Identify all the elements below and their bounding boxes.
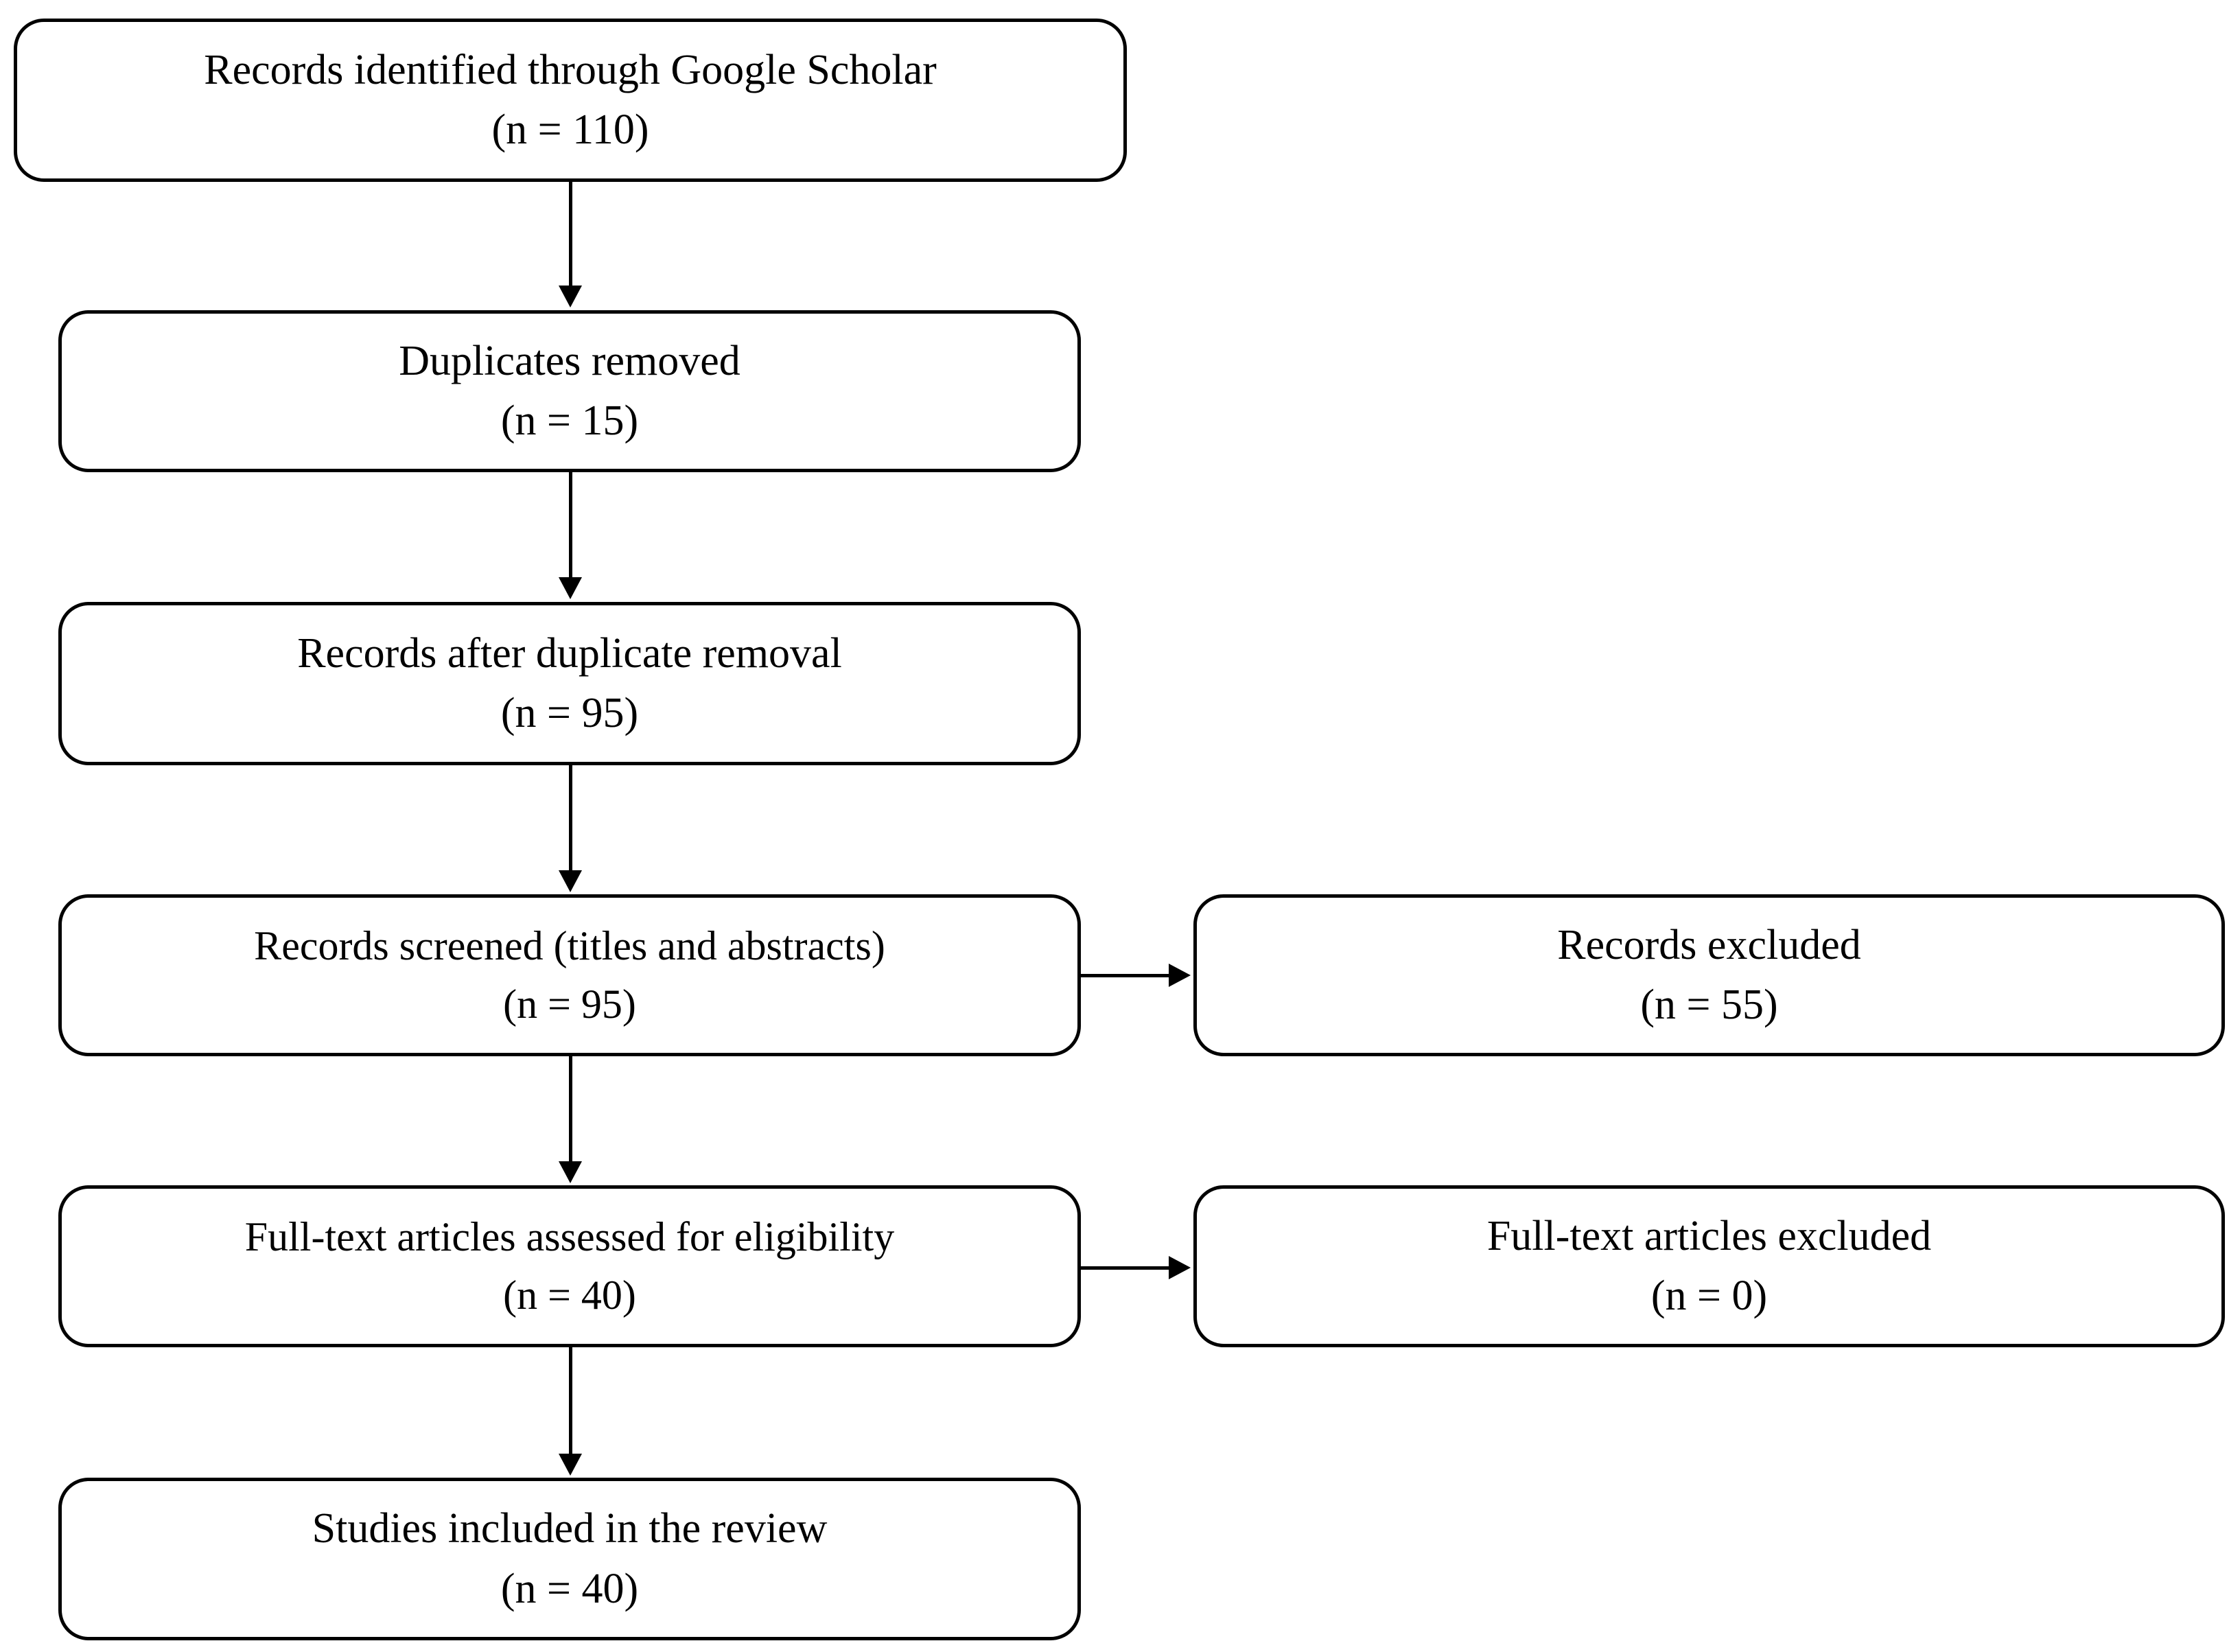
arrow-right-icon: [1169, 1256, 1191, 1279]
node-records-identified-label: Records identified through Google Schola…: [204, 46, 937, 93]
node-records-screened-count: (n = 95): [503, 981, 636, 1027]
node-records-after-duplicate-removal[interactable]: Records after duplicate removal (n = 95): [58, 602, 1081, 765]
arrow-down-icon: [559, 577, 582, 599]
node-studies-included-count: (n = 40): [500, 1565, 639, 1612]
arrow-down-icon: [559, 870, 582, 892]
node-records-screened-label: Records screened (titles and abstracts): [254, 923, 885, 969]
node-full-text-articles-assessed[interactable]: Full-text articles assessed for eligibil…: [58, 1185, 1081, 1347]
node-full-text-articles-assessed-label: Full-text articles assessed for eligibil…: [244, 1214, 895, 1260]
connector-duplicates-to-after-dup: [569, 472, 572, 579]
node-full-text-articles-excluded[interactable]: Full-text articles excluded (n = 0): [1193, 1185, 2225, 1347]
node-records-screened[interactable]: Records screened (titles and abstracts) …: [58, 894, 1081, 1056]
connector-identified-to-duplicates: [569, 182, 572, 288]
node-records-excluded-label: Records excluded: [1557, 921, 1861, 968]
node-full-text-articles-assessed-count: (n = 40): [503, 1272, 636, 1318]
connector-fulltext-to-included: [569, 1347, 572, 1454]
arrow-right-icon: [1169, 964, 1191, 987]
node-records-after-duplicate-removal-label: Records after duplicate removal: [297, 629, 842, 677]
node-duplicates-removed-label: Duplicates removed: [399, 337, 740, 384]
node-records-identified[interactable]: Records identified through Google Schola…: [14, 19, 1127, 182]
node-studies-included[interactable]: Studies included in the review (n = 40): [58, 1478, 1081, 1640]
node-studies-included-label: Studies included in the review: [312, 1505, 828, 1552]
arrow-down-icon: [559, 286, 582, 307]
node-records-excluded[interactable]: Records excluded (n = 55): [1193, 894, 2225, 1056]
connector-screened-to-records-excluded: [1081, 974, 1170, 977]
node-full-text-articles-excluded-label: Full-text articles excluded: [1486, 1212, 1932, 1259]
connector-after-dup-to-screened: [569, 765, 572, 872]
connector-fulltext-to-fulltext-excluded: [1081, 1266, 1170, 1270]
node-duplicates-removed[interactable]: Duplicates removed (n = 15): [58, 310, 1081, 472]
node-records-excluded-count: (n = 55): [1640, 981, 1778, 1028]
connector-screened-to-fulltext: [569, 1056, 572, 1163]
node-full-text-articles-excluded-count: (n = 0): [1650, 1272, 1768, 1319]
arrow-down-icon: [559, 1454, 582, 1476]
arrow-down-icon: [559, 1161, 582, 1183]
node-records-after-duplicate-removal-count: (n = 95): [500, 690, 639, 736]
node-duplicates-removed-count: (n = 15): [500, 397, 639, 444]
node-records-identified-count: (n = 110): [491, 106, 649, 153]
